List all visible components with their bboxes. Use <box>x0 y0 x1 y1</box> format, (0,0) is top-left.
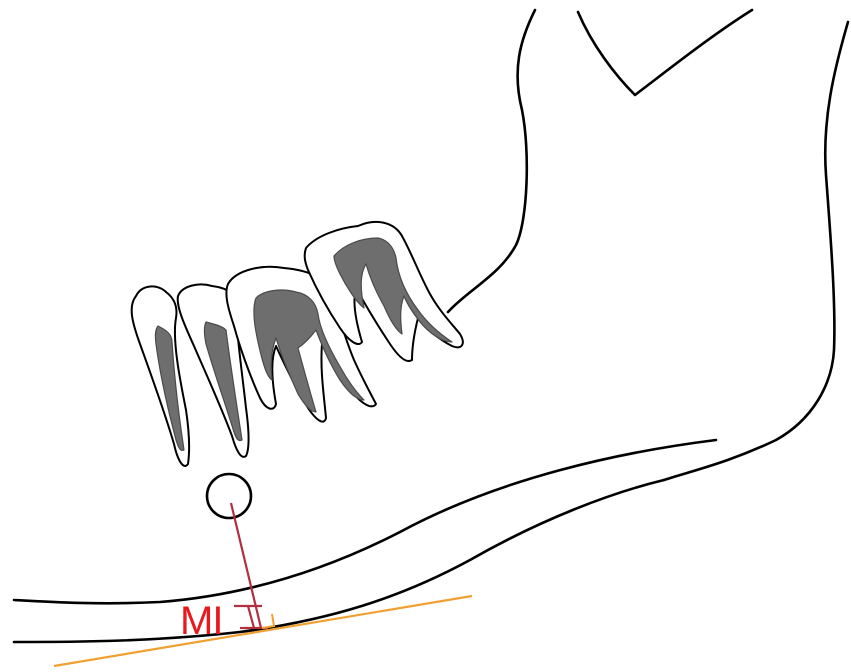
measurement-caliper <box>234 606 268 628</box>
right-angle-marker <box>262 614 274 628</box>
ramus-anterior-border <box>448 10 535 312</box>
mandibular-canal-upper <box>14 440 716 603</box>
inferior-border-tangent <box>54 596 472 666</box>
mental-foramen <box>207 474 251 518</box>
measurement-label: MI <box>180 599 222 643</box>
ramus-posterior-border <box>664 22 848 480</box>
measurement-line <box>231 503 261 628</box>
sigmoid-notch <box>578 10 752 95</box>
